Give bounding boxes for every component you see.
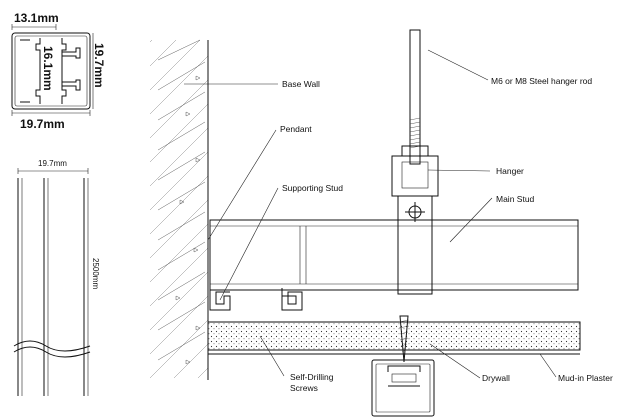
profile-cross-section: 13.1mm 16.1mm 19.7mm 19.7mm — [11, 11, 106, 131]
label-hanger-rod: M6 or M8 Steel hanger rod — [491, 76, 592, 86]
strip-width-label: 19.7mm — [38, 159, 67, 168]
strip-length-label: 2500mm — [91, 258, 100, 289]
bolt-icon — [405, 202, 425, 222]
label-hanger: Hanger — [496, 166, 524, 176]
label-pendant: Pendant — [280, 124, 312, 134]
label-supporting-stud: Supporting Stud — [282, 183, 343, 193]
profile-width-top-label: 13.1mm — [14, 11, 59, 25]
base-wall — [150, 39, 209, 380]
hanger-nut — [401, 145, 429, 157]
self-drilling-screw — [398, 315, 410, 363]
profile-left-clip — [35, 38, 41, 104]
strip-break-line-top — [13, 340, 91, 352]
profile-width-bottom-label: 19.7mm — [20, 117, 65, 131]
label-screws: Screws — [290, 383, 318, 393]
profile-right-clip — [61, 38, 67, 104]
mounted-profile — [371, 359, 435, 417]
profile-inner-height-label: 16.1mm — [41, 46, 55, 91]
label-mud-in-plaster: Mud-in Plaster — [558, 373, 613, 383]
leader-lines — [184, 49, 557, 379]
hanger-rod — [409, 29, 421, 165]
strip-length-view: 19.7mm 2500mm — [13, 159, 100, 396]
profile-outline — [11, 32, 91, 110]
label-main-stud: Main Stud — [496, 194, 535, 204]
callout-labels: M6 or M8 Steel hanger rod Base Wall Pend… — [280, 76, 613, 393]
supporting-stud-right-clip — [281, 288, 303, 311]
hanger-clip — [397, 195, 433, 295]
label-base-wall: Base Wall — [282, 79, 320, 89]
label-self-drilling: Self-Drilling — [290, 372, 334, 382]
strip-break-line-bottom — [13, 346, 91, 358]
profile-height-label: 19.7mm — [92, 43, 106, 88]
supporting-stud-left-clip — [209, 288, 231, 311]
label-drywall: Drywall — [482, 373, 510, 383]
main-stud-channel — [209, 219, 579, 291]
drywall-board — [207, 321, 581, 351]
ceiling-structure — [207, 29, 581, 417]
